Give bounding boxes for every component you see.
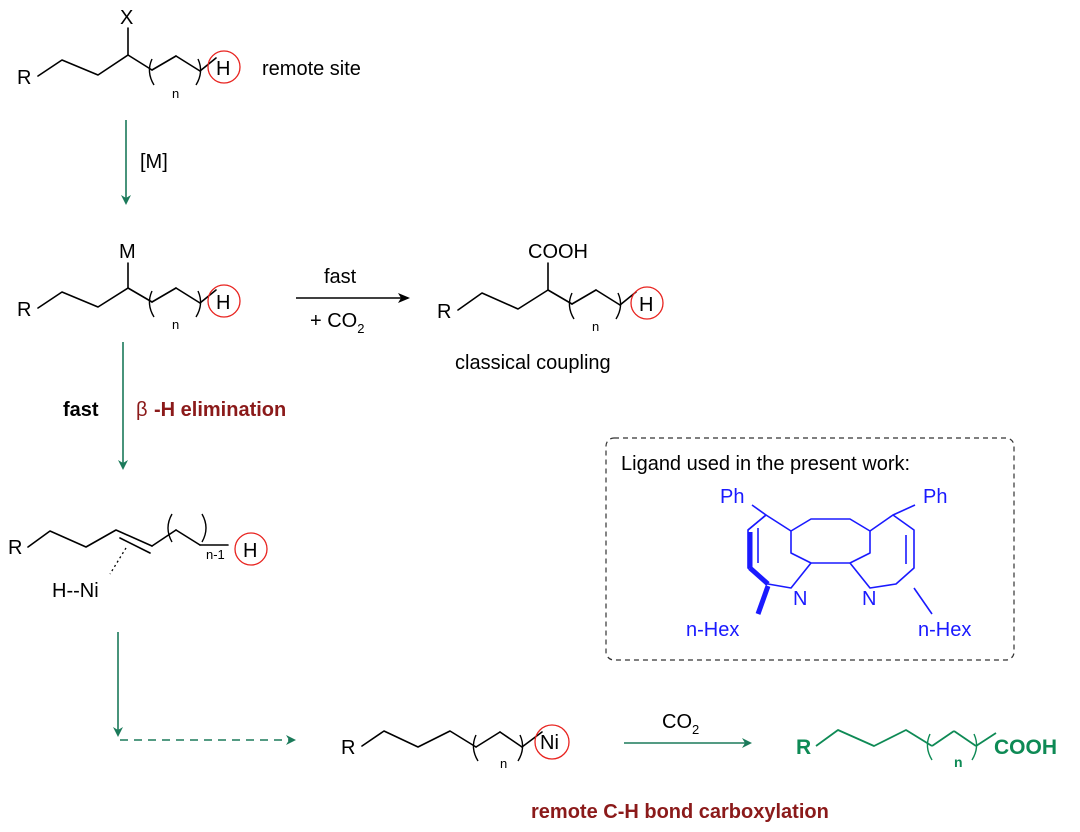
classical-cooh: COOH xyxy=(528,241,588,263)
beta-elimination-label: -H elimination xyxy=(154,399,286,421)
alkene-complex-molecule: R n-1 H H--Ni xyxy=(8,513,268,602)
ligand-ph-left: Ph xyxy=(720,486,744,508)
alkene-n-label: n-1 xyxy=(206,547,225,562)
product-molecule: R n COOH xyxy=(796,729,1057,770)
ligand-n-right: N xyxy=(862,588,876,610)
classical-h-circle xyxy=(630,286,664,320)
product-paren-right xyxy=(971,733,978,761)
classical-arrow-bottom-sub: 2 xyxy=(357,321,364,336)
substrate-r-label: R xyxy=(17,67,31,89)
alkene-r-label: R xyxy=(8,537,22,559)
organometal-r-label: R xyxy=(17,299,31,321)
ligand-ph-right: Ph xyxy=(923,486,947,508)
ligand-box-border xyxy=(605,437,1015,661)
carboxylation-reagent-sub: 2 xyxy=(692,722,699,737)
organometal-metal: M xyxy=(119,241,136,263)
remote-site-label: remote site xyxy=(262,58,361,80)
alkene-h-label: H xyxy=(243,540,257,562)
ligand-n-left: N xyxy=(793,588,807,610)
classical-r-label: R xyxy=(437,301,451,323)
nickel-circle xyxy=(534,724,570,760)
alkyl-nickel-molecule: R n Ni xyxy=(341,724,570,771)
ni-coordination-bond xyxy=(109,547,127,575)
organometal-h-circle xyxy=(207,284,241,318)
organometal-n-label: n xyxy=(172,317,179,332)
remote-carboxylation-label: remote C-H bond carboxylation xyxy=(531,801,829,823)
ligand-bold-bond-2 xyxy=(748,566,770,586)
carboxylation-reagent: CO2 xyxy=(662,711,699,737)
classical-coupling-caption: classical coupling xyxy=(455,352,611,374)
remote-h-circle xyxy=(207,50,241,84)
product-paren-left xyxy=(926,733,933,761)
ligand-box-title: Ligand used in the present work: xyxy=(621,453,910,475)
classical-arrow-bottom-main: + CO xyxy=(310,310,357,332)
nickel-n-label: n xyxy=(500,756,507,771)
phenanthroline-central-ring xyxy=(790,518,871,564)
metalation-reagent: [M] xyxy=(140,151,168,173)
product-cooh: COOH xyxy=(994,736,1057,759)
substrate-h-label: H xyxy=(216,58,230,80)
product-r-label: R xyxy=(796,736,811,759)
product-n-label: n xyxy=(954,754,963,770)
classical-arrow-bottom: + CO2 xyxy=(310,310,364,336)
substrate-molecule: R X n H remote site xyxy=(17,7,361,101)
ligand-bold-bond-hex xyxy=(755,585,771,615)
ligand-hex-right: n-Hex xyxy=(918,619,971,641)
fast-bold-label: fast xyxy=(63,399,99,421)
alkene-h-circle xyxy=(234,532,268,566)
nickel-r-label: R xyxy=(341,737,355,759)
substrate-leaving-group: X xyxy=(120,7,133,29)
h-ni-label: H--Ni xyxy=(52,580,99,602)
classical-product-molecule: R COOH n H classical coupling xyxy=(437,241,664,374)
classical-n-label: n xyxy=(592,319,599,334)
organometal-molecule: R M n H xyxy=(17,241,241,332)
beta-symbol: β xyxy=(136,399,148,421)
nickel-metal-label: Ni xyxy=(540,732,559,754)
classical-arrow-top: fast xyxy=(324,266,357,288)
carboxylation-reagent-main: CO xyxy=(662,711,692,733)
classical-h-label: H xyxy=(639,294,653,316)
ligand-hex-left: n-Hex xyxy=(686,619,739,641)
substrate-n-label: n xyxy=(172,86,179,101)
organometal-h-label: H xyxy=(216,292,230,314)
ligand-box: Ligand used in the present work: N N Ph … xyxy=(605,437,1015,661)
